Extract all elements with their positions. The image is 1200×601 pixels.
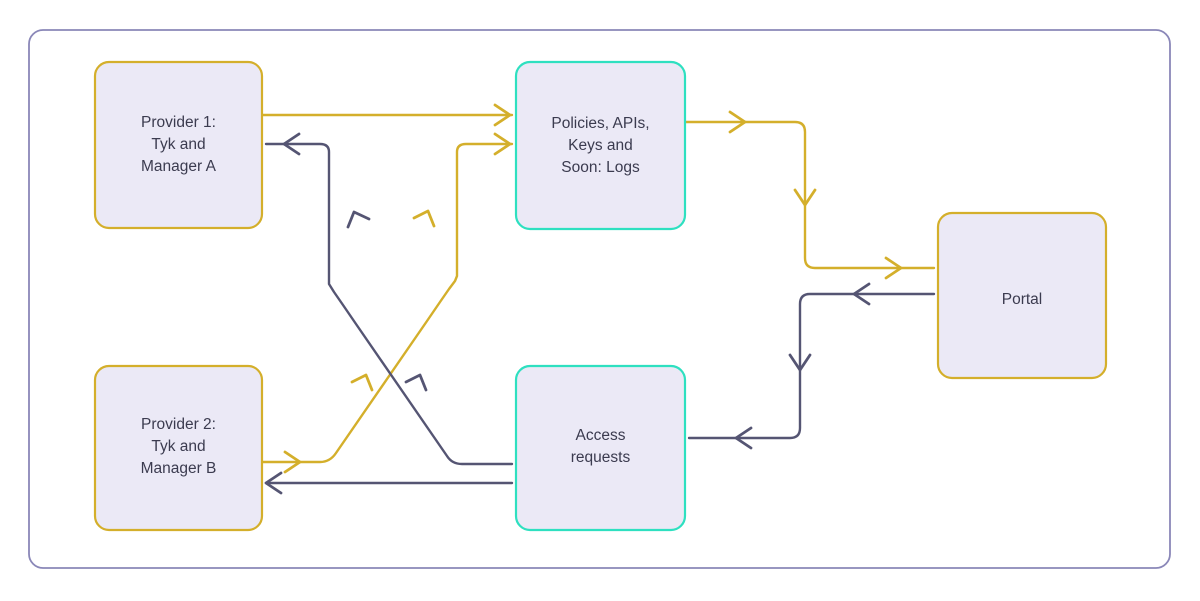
node-provider1[interactable]: Provider 1: Tyk and Manager A xyxy=(93,60,264,230)
diagram-frame xyxy=(28,29,1171,569)
node-policies-shape[interactable] xyxy=(514,60,687,231)
edge-portal-to-access xyxy=(687,282,936,450)
edge-provider1-to-policies xyxy=(260,103,514,127)
node-access-requests[interactable]: Access requests xyxy=(514,364,687,532)
node-portal-shape[interactable] xyxy=(936,211,1108,380)
node-access-requests-shape[interactable] xyxy=(514,364,687,532)
node-policies[interactable]: Policies, APIs, Keys and Soon: Logs xyxy=(514,60,687,231)
edge-policies-to-portal xyxy=(683,110,936,280)
node-provider2-shape[interactable] xyxy=(93,364,264,532)
node-provider2[interactable]: Provider 2: Tyk and Manager B xyxy=(93,364,264,532)
edge-access-to-provider2 xyxy=(264,471,514,495)
node-provider1-shape[interactable] xyxy=(93,60,264,230)
node-portal[interactable]: Portal xyxy=(936,211,1108,380)
edge-provider2-to-policies xyxy=(260,132,514,474)
edge-access-to-provider1 xyxy=(264,132,514,466)
